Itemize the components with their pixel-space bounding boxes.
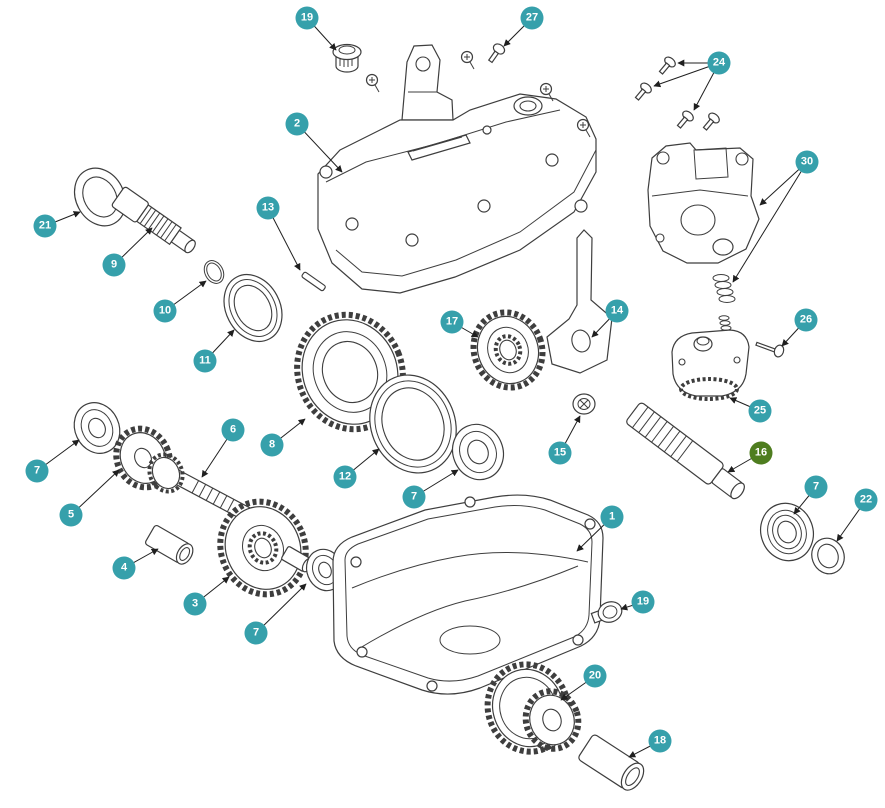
callout-11-9[interactable]: 11: [193, 349, 217, 373]
part-screw-27: [487, 43, 506, 64]
callout-21-6[interactable]: 21: [33, 214, 57, 238]
part-drain-plug: [590, 601, 623, 624]
part-mount-screws: [634, 56, 720, 131]
callout-20-29[interactable]: 20: [583, 664, 607, 688]
callout-13-5[interactable]: 13: [256, 196, 280, 220]
callout-22-23[interactable]: 22: [854, 488, 878, 512]
callout-9-7[interactable]: 9: [102, 253, 126, 277]
part-spring: [712, 274, 736, 303]
part-cluster-gear: [484, 661, 582, 755]
callout-25-15[interactable]: 25: [748, 399, 772, 423]
callout-19-27[interactable]: 19: [631, 590, 655, 614]
callout-5-19[interactable]: 5: [59, 503, 83, 527]
callout-8-14[interactable]: 8: [260, 433, 284, 457]
callout-16-18[interactable]: 16: [749, 441, 773, 465]
part-fill-plug: [332, 43, 362, 73]
callout-7-22[interactable]: 7: [804, 475, 828, 499]
part-bracket-plate: [647, 142, 760, 264]
callout-17-10[interactable]: 17: [440, 310, 464, 334]
part-plug-15: [572, 393, 596, 415]
callout-7-21[interactable]: 7: [402, 485, 426, 509]
part-roller: [578, 734, 645, 791]
callout-1-25[interactable]: 1: [600, 505, 624, 529]
callout-30-4[interactable]: 30: [795, 150, 819, 174]
callout-26-12[interactable]: 26: [794, 308, 818, 332]
callout-27-1[interactable]: 27: [520, 6, 544, 30]
callout-15-17[interactable]: 15: [548, 441, 572, 465]
callout-6-13[interactable]: 6: [221, 418, 245, 442]
part-oil-pan: [332, 494, 604, 695]
leader-line-30: [732, 161, 808, 283]
callout-10-8[interactable]: 10: [153, 299, 177, 323]
callout-7-16[interactable]: 7: [25, 459, 49, 483]
part-main-gear-and-ring: [294, 311, 457, 474]
leader-line-13: [267, 207, 301, 271]
callout-3-26[interactable]: 3: [183, 592, 207, 616]
callout-7-28[interactable]: 7: [244, 621, 268, 645]
callout-18-30[interactable]: 18: [648, 729, 672, 753]
part-seal-22: [811, 537, 845, 575]
part-governor-cover: [671, 315, 750, 401]
callout-12-20[interactable]: 12: [333, 465, 357, 489]
callout-14-11[interactable]: 14: [605, 299, 629, 323]
part-screw-26: [755, 341, 785, 358]
callout-19-0[interactable]: 19: [295, 6, 319, 30]
callout-2-3[interactable]: 2: [285, 112, 309, 136]
part-countershaft-assembly: [73, 402, 345, 598]
part-input-shaft-assembly: [73, 167, 326, 343]
part-output-bearing: [760, 502, 814, 562]
part-top-cover: [317, 44, 597, 294]
part-output-shaft: [626, 402, 745, 500]
part-cover-screws: [365, 50, 591, 138]
callout-24-2[interactable]: 24: [707, 51, 731, 75]
part-bearing-center: [451, 423, 505, 481]
callout-4-24[interactable]: 4: [112, 556, 136, 580]
